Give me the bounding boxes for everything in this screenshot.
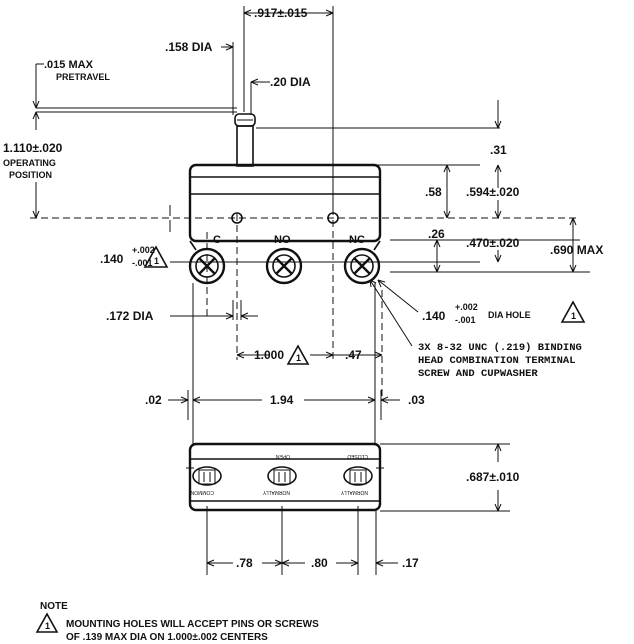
dim-58: .58	[425, 185, 442, 199]
dim-02: .02	[145, 393, 162, 407]
dim-140-right-minus: -.001	[455, 315, 476, 325]
screw-note: 3X 8-32 UNC (.219) BINDING HEAD COMBINAT…	[418, 342, 582, 380]
dim-26: .26	[428, 227, 445, 241]
bottom-terminal-open	[267, 466, 297, 486]
dim-op-b: OPERATING	[3, 158, 56, 168]
triangle-note-icon: 1	[560, 300, 586, 323]
note-triangles: 1 1 1 1	[35, 245, 586, 633]
svg-text:1: 1	[154, 256, 159, 266]
dim-47: .47	[345, 348, 362, 362]
triangle-note-icon: 1	[35, 612, 59, 633]
dim-172-dia: .172 DIA	[106, 309, 154, 323]
dim-17: .17	[402, 556, 419, 570]
dim-op-c: POSITION	[9, 170, 52, 180]
triangle-note-icon: 1	[286, 344, 310, 365]
dim-594: .594±.020	[466, 185, 520, 199]
pivot-hole-right	[327, 212, 339, 224]
dim-194: 1.94	[270, 393, 294, 407]
label-normally-closed: NORMALLY	[340, 489, 368, 495]
dimension-text: .917±.015 .158 DIA .20 DIA .015 MAX PRET…	[3, 6, 603, 570]
dim-03: .03	[408, 393, 425, 407]
switch-bottom-view: COMMON NORMALLY OPEN NORMALLY CLOSED	[186, 442, 384, 512]
screw-note-line2: HEAD COMBINATION TERMINAL	[418, 355, 576, 367]
terminal-label-no: NO	[274, 234, 291, 246]
dim-140-right-plus: +.002	[455, 302, 478, 312]
dim-78: .78	[236, 556, 253, 570]
label-normally-open: NORMALLY	[262, 489, 290, 495]
terminal-no	[265, 247, 303, 285]
dim-140-left-plus: +.002	[132, 245, 155, 255]
triangle-note-icon: 1	[143, 245, 169, 268]
screw-note-line1: 3X 8-32 UNC (.219) BINDING	[418, 342, 582, 354]
dim-687: .687±.010	[466, 470, 520, 484]
bottom-terminal-common	[192, 466, 222, 486]
general-note: NOTE MOUNTING HOLES WILL ACCEPT PINS OR …	[40, 601, 319, 643]
label-common: COMMON	[190, 489, 214, 495]
dim-140-left-minus: -.001	[132, 258, 153, 268]
dim-pretravel-b: PRETRAVEL	[56, 72, 110, 82]
dim-20-dia: .20 DIA	[270, 75, 311, 89]
screw-note-line3: SCREW AND CUPWASHER	[418, 368, 538, 380]
dim-140-right: .140	[422, 309, 446, 323]
plunger	[234, 113, 256, 167]
terminal-label-c: C	[213, 234, 221, 246]
dim-917: .917±.015	[254, 6, 308, 20]
dim-pretravel-a: .015 MAX	[44, 59, 94, 71]
note-heading: NOTE	[40, 601, 68, 612]
svg-text:1: 1	[45, 621, 50, 631]
dim-80: .80	[311, 556, 328, 570]
terminal-label-nc: NC	[349, 234, 365, 246]
dim-op-a: 1.110±.020	[3, 141, 63, 155]
side-view-lines	[192, 283, 376, 445]
switch-body-front	[188, 163, 382, 251]
label-closed: CLOSED	[347, 453, 368, 459]
dimension-lines	[32, 9, 577, 567]
dim-1000: 1.000	[254, 348, 284, 362]
extension-lines	[30, 6, 590, 575]
terminal-nc	[343, 247, 381, 285]
svg-text:1: 1	[571, 311, 576, 321]
terminal-screws: C NO NC	[188, 234, 381, 285]
dim-31: .31	[490, 143, 507, 157]
dim-140-right-suffix: DIA HOLE	[488, 310, 531, 320]
note-line1: MOUNTING HOLES WILL ACCEPT PINS OR SCREW…	[66, 619, 319, 630]
dim-140-left: .140	[100, 252, 124, 266]
pivot-hole-left	[231, 212, 243, 224]
terminal-c	[188, 247, 226, 285]
dim-690-max: .690 MAX	[550, 243, 603, 257]
bottom-terminal-closed	[343, 466, 373, 486]
dim-470: .470±.020	[466, 236, 520, 250]
svg-text:1: 1	[296, 353, 301, 363]
label-open: OPEN	[275, 453, 290, 459]
note-line2: OF .139 MAX DIA ON 1.000±.002 CENTERS	[66, 632, 268, 643]
dim-158-dia: .158 DIA	[165, 40, 213, 54]
